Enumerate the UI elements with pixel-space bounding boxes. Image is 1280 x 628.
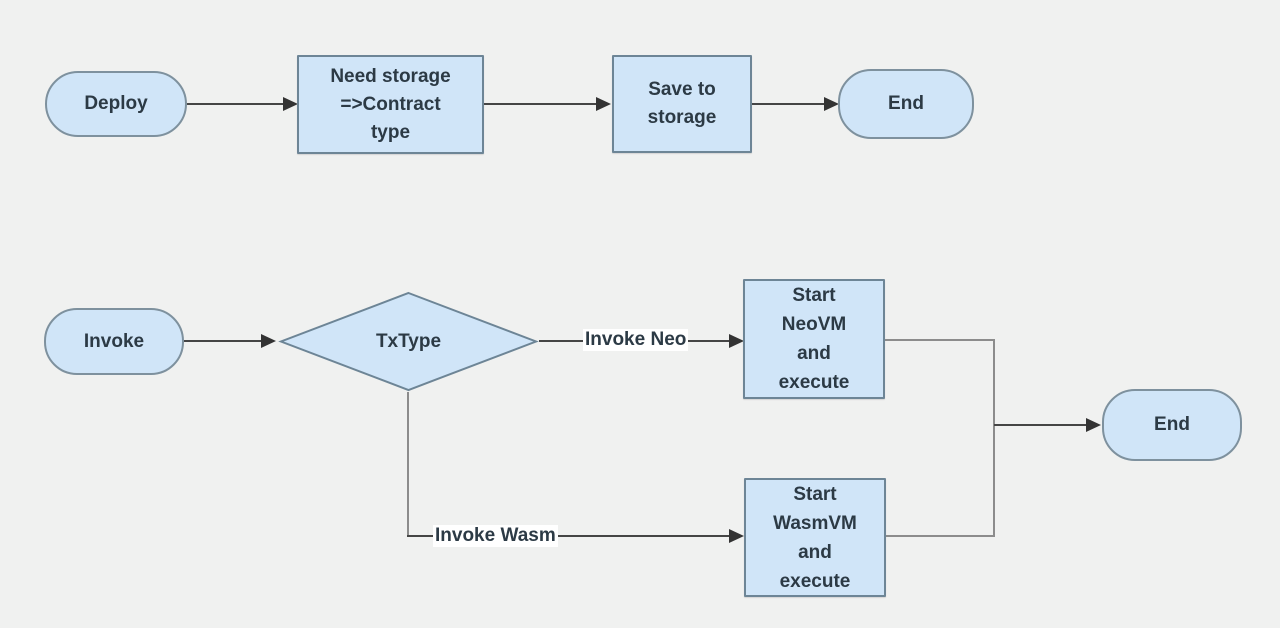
arrowhead-icon	[261, 334, 276, 348]
arrowhead-icon	[729, 529, 744, 543]
diamond-shape	[278, 291, 539, 392]
process-need-storage-contract-type: Need storage =>Contract type	[297, 55, 484, 154]
arrowhead-icon	[283, 97, 298, 111]
connector-merge-to-end	[994, 424, 1086, 426]
edge-label-invoke-wasm: Invoke Wasm	[433, 525, 558, 547]
terminator-end-deploy: End	[838, 69, 974, 139]
connector-merge-vertical	[993, 339, 995, 537]
arrowhead-icon	[729, 334, 744, 348]
process-save-to-storage: Save to storage	[612, 55, 752, 153]
arrowhead-icon	[596, 97, 611, 111]
process-start-wasmvm-execute: Start WasmVM and execute	[744, 478, 886, 597]
terminator-end-invoke: End	[1102, 389, 1242, 461]
terminator-invoke: Invoke	[44, 308, 184, 375]
connector-txtype-to-wasmvm	[407, 535, 729, 537]
arrowhead-icon	[1086, 418, 1101, 432]
edge-label-invoke-neo: Invoke Neo	[583, 329, 689, 351]
arrowhead-icon	[824, 97, 839, 111]
decision-txtype-label: TxType	[375, 330, 442, 352]
terminator-deploy: Deploy	[45, 71, 187, 137]
connector-wasmvm-right	[886, 535, 995, 537]
decision-txtype: TxType	[278, 291, 539, 392]
connector-neovm-right	[885, 339, 995, 341]
connector-txtype-down	[407, 392, 409, 537]
connector-contract-to-save	[484, 103, 596, 105]
connector-deploy-to-contract	[187, 103, 283, 105]
connector-save-to-end	[752, 103, 824, 105]
connector-invoke-to-txtype	[184, 340, 261, 342]
process-start-neovm-execute: Start NeoVM and execute	[743, 279, 885, 399]
